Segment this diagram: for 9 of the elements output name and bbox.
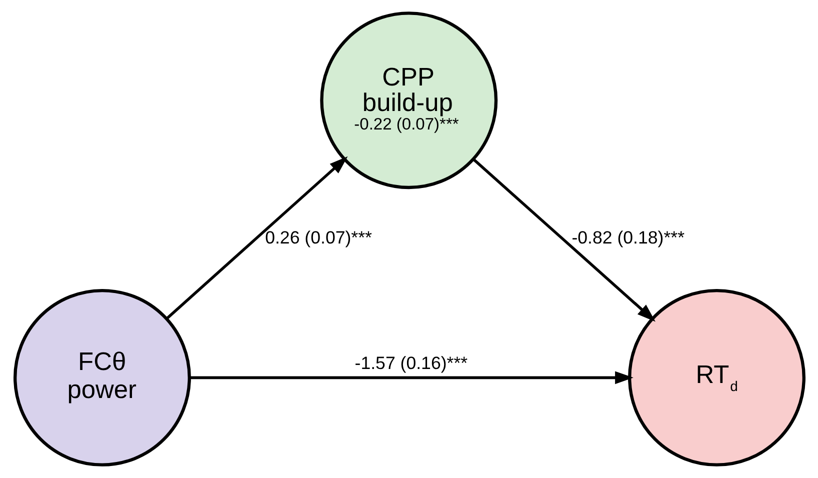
node-circle: FCθ power [13, 288, 190, 466]
node-circle: RT$_{d}$ [628, 288, 805, 466]
arrow [472, 158, 655, 322]
edge-label: -0.82 (0.18)*** [571, 228, 684, 248]
node-circle: CPP build-up -0.22 (0.07)*** [320, 12, 498, 190]
arrow [166, 156, 348, 320]
edge-label: 0.26 (0.07)*** [264, 228, 372, 248]
arrow [189, 371, 633, 384]
edge-label: -1.57 (0.16)*** [354, 353, 468, 374]
